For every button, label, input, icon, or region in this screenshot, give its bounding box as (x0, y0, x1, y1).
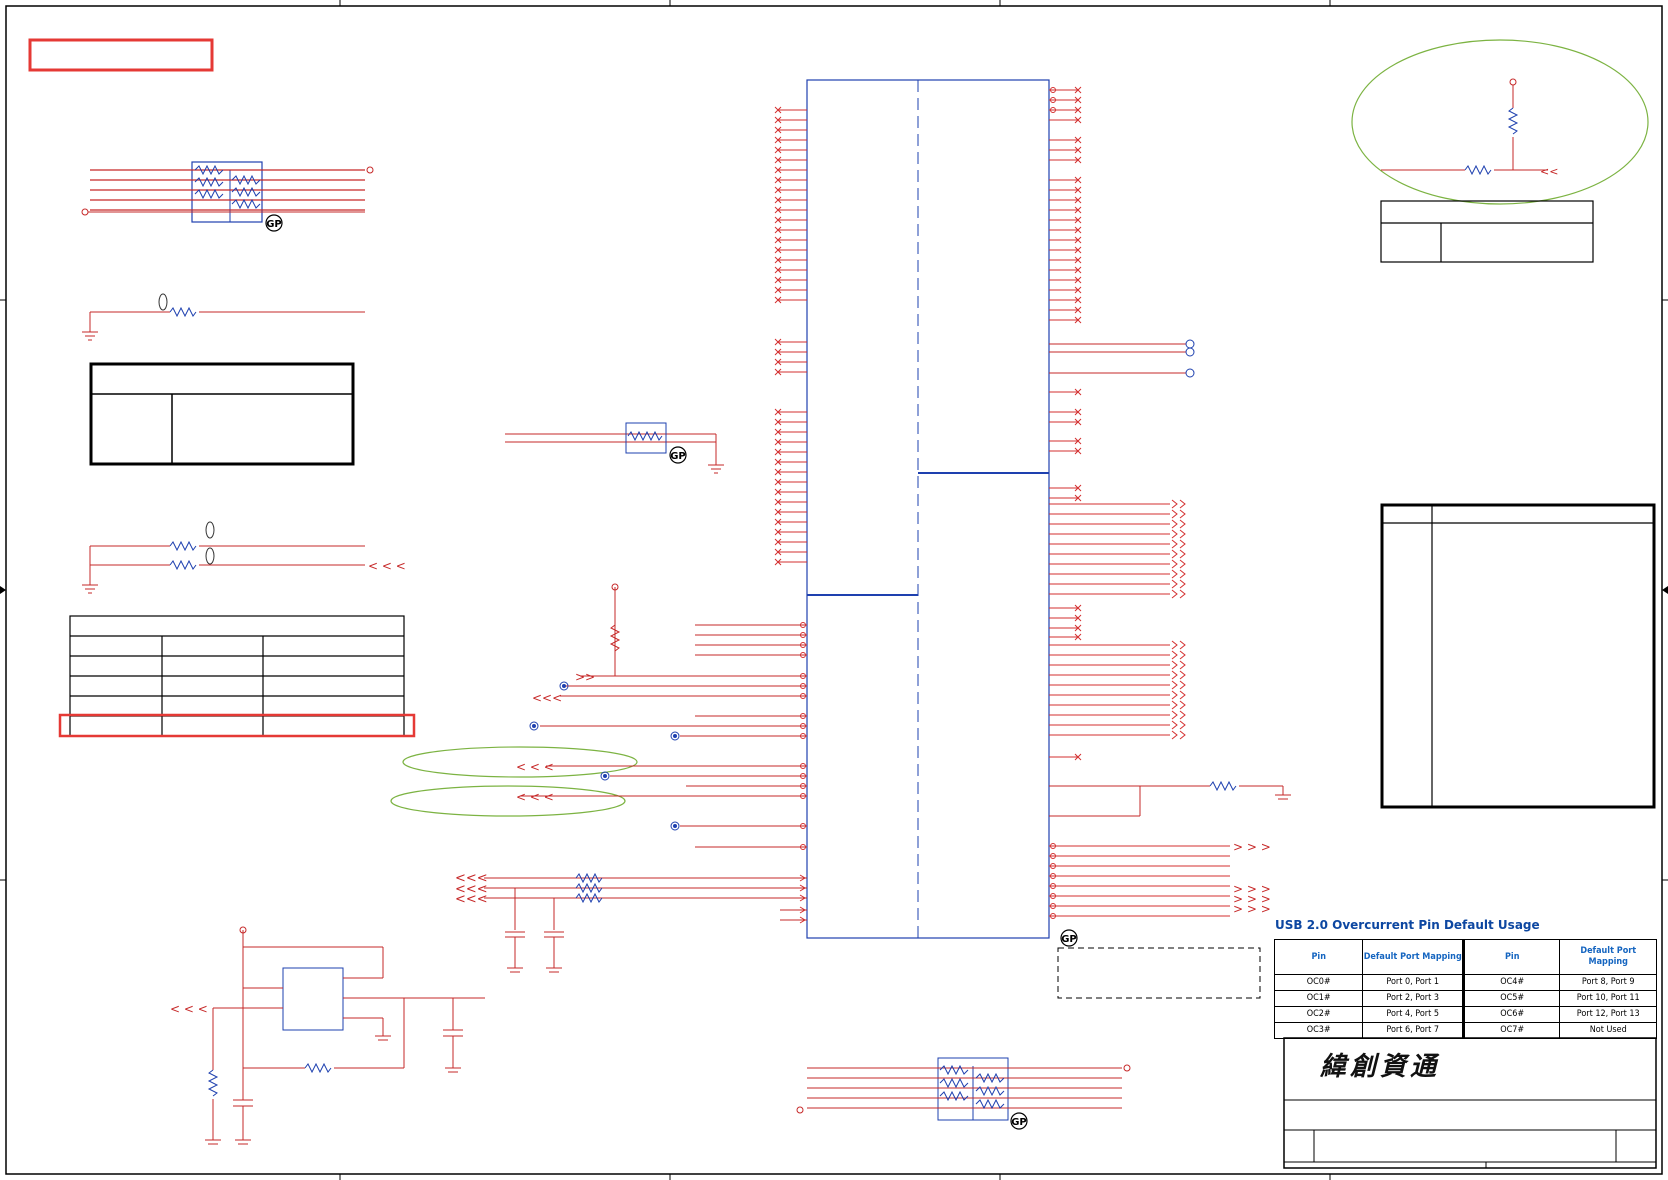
svg-text:<<<: <<< (532, 691, 562, 705)
gp-marker-label: GP (670, 451, 686, 462)
strap-table-right (1380, 503, 1656, 809)
svg-text:< < <: < < < (368, 559, 406, 573)
table-row: OC2# Port 4, Port 5 OC6# Port 12, Port 1… (1273, 1006, 1657, 1023)
usb-cell: Port 4, Port 5 (1362, 1006, 1464, 1023)
usb-cell: OC1# (1273, 990, 1364, 1007)
usb-cell: OC5# (1461, 990, 1561, 1007)
resistor-network-1 (81, 161, 374, 223)
table-row: OC1# Port 2, Port 3 OC5# Port 10, Port 1… (1273, 990, 1657, 1007)
usb-cell: OC3# (1273, 1022, 1364, 1039)
highlight-box-row (58, 713, 416, 738)
usb-cell: Port 6, Port 7 (1362, 1022, 1464, 1039)
usb-header-port-1: Default Port Mapping (1362, 939, 1464, 975)
table-row: OC3# Port 6, Port 7 OC7# Not Used (1273, 1022, 1657, 1039)
highlight-box-top (28, 38, 214, 72)
gp-marker-label: GP (1061, 934, 1077, 945)
usb-cell: Port 2, Port 3 (1362, 990, 1464, 1007)
pulldown-resistors-2: < < < (82, 521, 406, 594)
company-name: 緯創資通 (1320, 1052, 1441, 1082)
strap-table-left (89, 362, 355, 466)
usb-header-pin-2: Pin (1461, 939, 1561, 975)
svg-text:< < <: < < < (516, 790, 554, 804)
usb-cell: OC0# (1273, 974, 1364, 991)
svg-text:> > >: > > > (1233, 840, 1271, 854)
usb-cell: Port 12, Port 13 (1559, 1006, 1657, 1023)
svg-text:< < <: < < < (516, 760, 554, 774)
config-table-left (69, 615, 405, 737)
pullup-circuit (1381, 78, 1548, 176)
usb-table-title: USB 2.0 Overcurrent Pin Default Usage (1275, 918, 1540, 932)
usb-overcurrent-table: Pin Default Port Mapping Pin Default Por… (1273, 939, 1657, 1039)
svg-text:<<: << (1540, 165, 1558, 178)
series-resistors-caps (484, 872, 807, 973)
offpage-arrows-lower-left: <<<<<<<<< (455, 871, 488, 907)
annotation-ellipse-2 (390, 785, 626, 817)
svg-text:<<<: <<< (455, 882, 488, 897)
usb-cell: Not Used (1559, 1022, 1657, 1039)
usb-cell: OC4# (1461, 974, 1561, 991)
svg-text:>>: >> (575, 670, 595, 684)
usb-cell: OC7# (1461, 1022, 1561, 1039)
right-nets (1049, 339, 1291, 817)
usb-cell: OC6# (1461, 1006, 1561, 1023)
usb-cell: Port 0, Port 1 (1362, 974, 1464, 991)
offpage-arrows-right: > > > > > >> > > > > > (1233, 840, 1271, 916)
resistor-network-3 (796, 1057, 1131, 1121)
strap-table-right-top (1380, 200, 1594, 263)
usb-table-header-row: Pin Default Port Mapping Pin Default Por… (1273, 939, 1657, 975)
usb-cell: Port 8, Port 9 (1559, 974, 1657, 991)
svg-text:<<<: <<< (455, 871, 488, 886)
annotation-ellipse-1 (402, 746, 638, 778)
mid-left-nets (520, 583, 807, 848)
pulldown-resistor-1 (82, 293, 365, 341)
usb-header-port-2: Default Port Mapping (1559, 939, 1657, 975)
regulator-circuit: < < < (170, 926, 485, 1145)
ic-pins (774, 86, 1082, 924)
note-box-dashed (1057, 947, 1261, 999)
usb-header-pin-1: Pin (1273, 939, 1364, 975)
resistor-network-2 (505, 422, 724, 474)
svg-text:> > >: > > > (1233, 902, 1271, 916)
svg-text:> > >: > > > (1233, 882, 1271, 896)
gp-marker-label: GP (266, 219, 282, 230)
usb-cell: Port 10, Port 11 (1559, 990, 1657, 1007)
offpage-arrows-left: >> <<< < < < < < < (516, 670, 595, 804)
gp-marker-label: GP (1011, 1117, 1027, 1128)
svg-text:> > >: > > > (1233, 892, 1271, 906)
svg-text:< < <: < < < (170, 1002, 208, 1016)
annotation-ellipse-3 (1351, 39, 1649, 205)
svg-text:<<<: <<< (455, 892, 488, 907)
main-ic (806, 79, 1050, 939)
table-row: OC0# Port 0, Port 1 OC4# Port 8, Port 9 (1273, 974, 1657, 991)
gp-markers: GP GP GP GP (265, 214, 1078, 1130)
usb-cell: OC2# (1273, 1006, 1364, 1023)
right-bus-lines (1049, 499, 1230, 919)
